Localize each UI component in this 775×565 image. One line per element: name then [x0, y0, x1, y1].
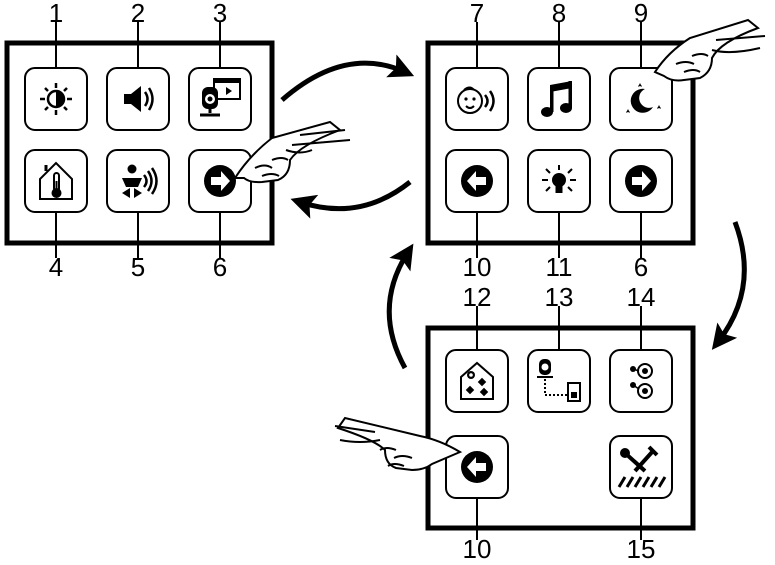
screen-third-menu: 12 13 14 10 15: [425, 282, 696, 564]
callout-number: 5: [131, 252, 145, 282]
callout-number: 15: [627, 534, 656, 564]
brightness-icon: [40, 83, 72, 115]
camera-switch-icon: [630, 363, 653, 399]
camera-pairing-icon: [537, 359, 581, 402]
talk-back-icon: [457, 86, 495, 114]
pointing-hand-icon: [653, 18, 766, 82]
button-room-camera[interactable]: [445, 349, 509, 413]
callout-lines: [476, 22, 642, 258]
button-camera-screen[interactable]: [188, 67, 252, 131]
callout-number: 10: [463, 252, 492, 282]
callout-lines: [476, 306, 642, 540]
callout-number: 13: [545, 282, 574, 312]
button-camera-switch[interactable]: [609, 349, 673, 413]
arrow-screen3-to-screen2: [386, 243, 414, 370]
button-back[interactable]: [445, 435, 509, 499]
arrow-screen1-to-screen2: [280, 54, 415, 102]
arrow-screen2-to-screen3: [711, 221, 747, 350]
button-back[interactable]: [445, 149, 509, 213]
button-volume[interactable]: [106, 67, 170, 131]
pointing-hand-icon: [334, 416, 463, 472]
button-next[interactable]: [609, 149, 673, 213]
volume-icon: [124, 86, 154, 112]
night-light-icon: [626, 83, 661, 113]
callout-lines: [55, 22, 221, 258]
next-arrow-icon: [204, 165, 236, 197]
room-camera-icon: [460, 361, 494, 400]
callout-number: 6: [213, 252, 227, 282]
callout-number: 1: [49, 0, 63, 28]
callout-number: 2: [131, 0, 145, 28]
temperature-icon: [39, 161, 73, 200]
button-light[interactable]: [527, 149, 591, 213]
callout-number: 4: [49, 252, 63, 282]
music-note-icon: [541, 81, 572, 117]
button-lullaby[interactable]: [527, 67, 591, 131]
button-camera-pairing[interactable]: [527, 349, 591, 413]
next-arrow-icon: [625, 165, 657, 197]
callout-number: 12: [463, 282, 492, 312]
callout-number: 3: [213, 0, 227, 28]
light-bulb-icon: [542, 165, 576, 193]
screen-main-menu: 1 2 3 4 5 6: [4, 0, 275, 282]
callout-number: 6: [634, 252, 648, 282]
arrow-screen2-to-screen1: [290, 180, 412, 219]
button-next[interactable]: [188, 149, 252, 213]
callout-number: 7: [470, 0, 484, 28]
button-brightness[interactable]: [24, 67, 88, 131]
pointing-hand-icon: [233, 120, 351, 184]
callout-number: 9: [634, 0, 648, 28]
callout-number: 8: [552, 0, 566, 28]
button-temperature[interactable]: [24, 149, 88, 213]
button-night-light[interactable]: [609, 67, 673, 131]
baby-sound-icon: [122, 164, 158, 198]
flow-arrows: [280, 54, 747, 370]
button-settings[interactable]: [609, 435, 673, 499]
callout-number: 10: [463, 534, 492, 564]
back-arrow-icon: [461, 451, 493, 483]
camera-screen-icon: [200, 78, 241, 117]
screen-second-menu: 7 8 9 10 11 6: [425, 0, 696, 282]
back-arrow-icon: [461, 165, 493, 197]
button-talk-back[interactable]: [445, 67, 509, 131]
button-baby-sound[interactable]: [106, 149, 170, 213]
callout-number: 11: [546, 252, 573, 282]
callout-number: 14: [627, 282, 656, 312]
settings-tools-icon: [617, 445, 667, 488]
